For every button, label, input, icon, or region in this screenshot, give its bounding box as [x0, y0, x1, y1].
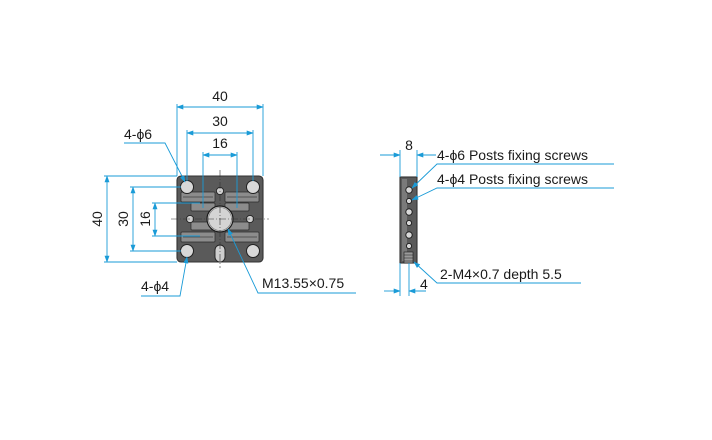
hole-large-bl [180, 244, 194, 258]
hole-large-br [246, 244, 260, 258]
callout-small-holes: 4-ϕ4 [141, 278, 169, 294]
dim-thickness: 8 [405, 137, 413, 153]
front-dim-width: 40 30 16 [176, 88, 264, 208]
dim-width-inner: 16 [212, 135, 228, 151]
dim-width-outer: 40 [212, 88, 228, 104]
callout-center-thread: M13.55×0.75 [262, 275, 344, 291]
side-dim-thickness: 8 [380, 137, 436, 177]
center-lines [171, 170, 269, 268]
side-bottom-tap [403, 251, 414, 264]
front-view: 40 30 16 40 30 16 4-ϕ6 [89, 88, 356, 297]
side-view: 8 4 4-ϕ6 Posts fixing screws 4-ϕ4 Posts … [380, 137, 614, 296]
dim-height-inner: 16 [137, 211, 153, 227]
dim-width-mid: 30 [212, 113, 228, 129]
hole-large-tl [180, 180, 194, 194]
side-holes [405, 186, 413, 250]
hole-large-tr [246, 180, 260, 194]
dim-height-outer: 40 [89, 211, 105, 227]
callout-large-holes: 4-ϕ6 [124, 126, 152, 142]
side-dim-offset: 4 [384, 263, 428, 296]
callout-posts-large: 4-ϕ6 Posts fixing screws [437, 147, 588, 163]
dim-height-mid: 30 [115, 211, 131, 227]
callout-posts-small: 4-ϕ4 Posts fixing screws [437, 171, 588, 187]
side-callouts: 4-ϕ6 Posts fixing screws 4-ϕ4 Posts fixi… [411, 147, 614, 284]
callout-tapped: 2-M4×0.7 depth 5.5 [440, 266, 562, 282]
side-face [402, 179, 407, 261]
front-callouts: 4-ϕ6 4-ϕ4 M13.55×0.75 [124, 126, 356, 297]
front-dim-height: 40 30 16 [89, 175, 200, 263]
dim-offset: 4 [420, 276, 428, 292]
